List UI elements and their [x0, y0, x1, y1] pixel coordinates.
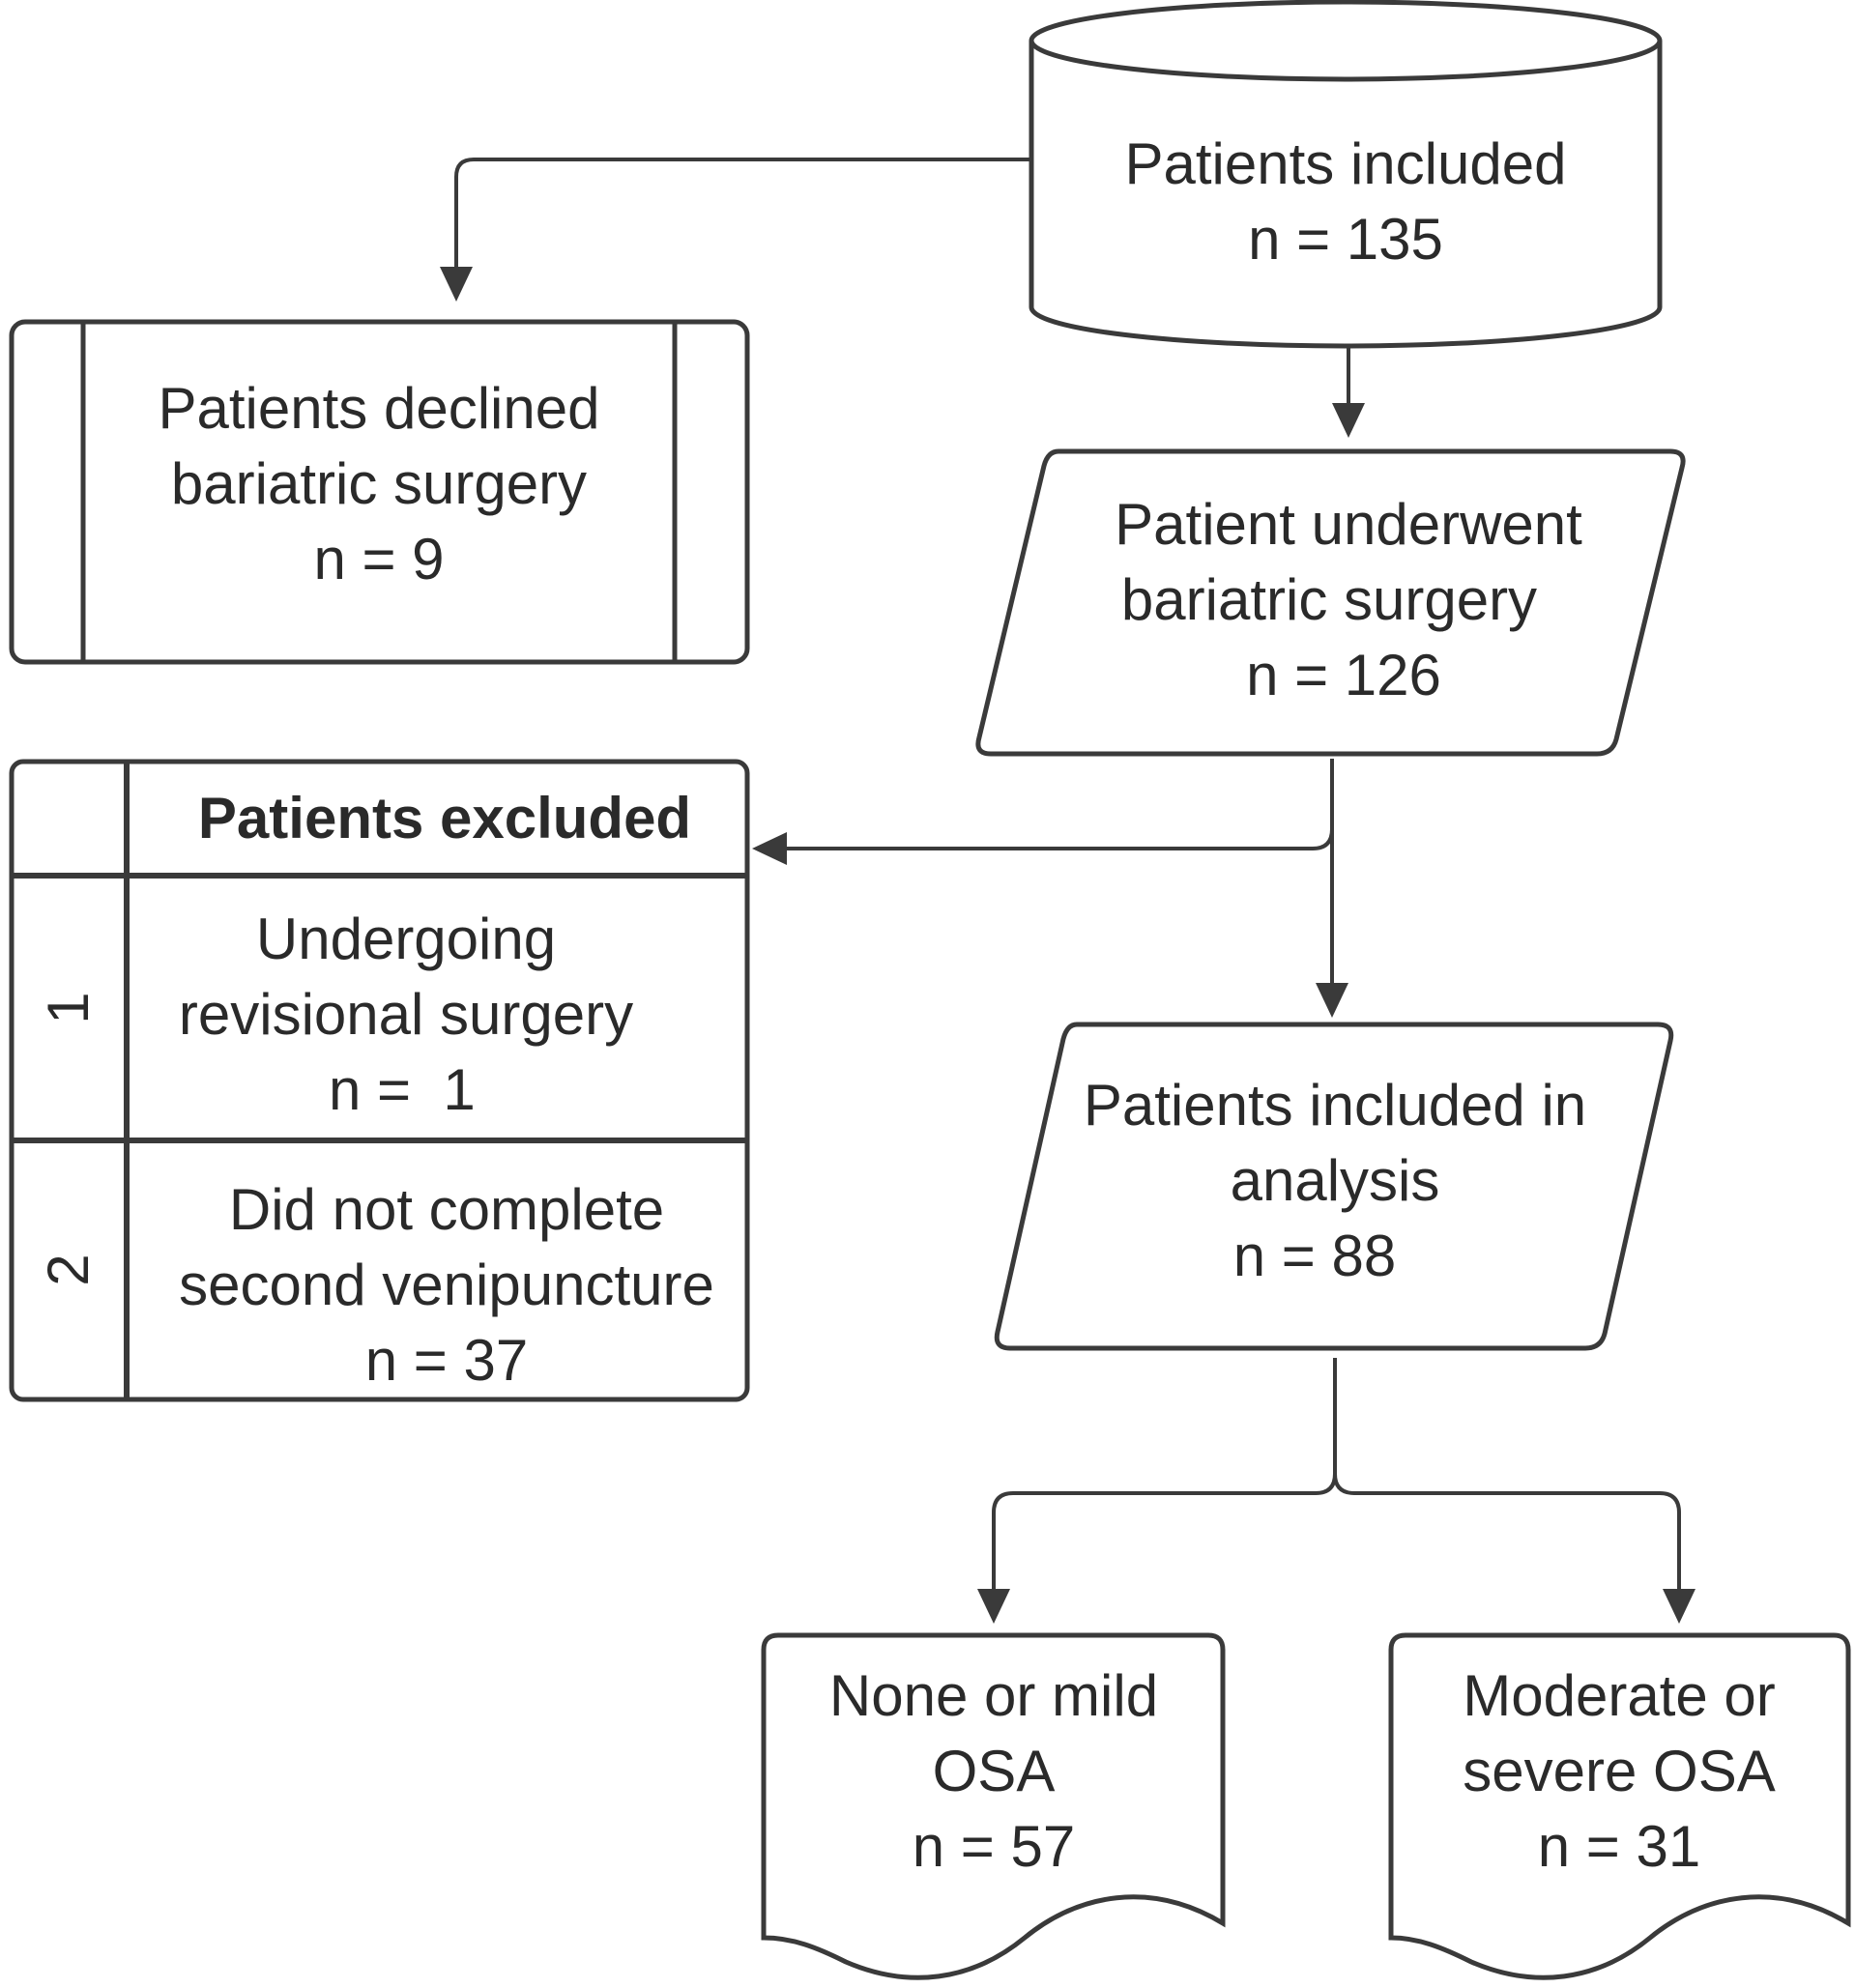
underwent-parallelogram: [975, 448, 1686, 757]
mild-document-shape: [761, 1632, 1226, 1980]
excluded-title: Patients excluded: [198, 786, 691, 850]
analysis-count: n = 88: [1233, 1224, 1397, 1288]
underwent-label-1: Patient underwent: [1115, 492, 1582, 557]
cylinder-shape: [1029, 0, 1663, 349]
excluded-table: [9, 759, 750, 1402]
excluded-row-2-number: 2: [36, 1253, 101, 1285]
severe-label-1: Moderate or: [1463, 1663, 1776, 1728]
underwent-count: n = 126: [1246, 643, 1441, 707]
node-moderate-or-severe-osa: Moderate or severe OSA n = 31: [1388, 1632, 1851, 1980]
node-patients-excluded: Patients excluded 1 Undergoing revisiona…: [9, 759, 750, 1402]
declined-label-1: Patients declined: [159, 376, 600, 441]
connector-to-mild: [992, 1473, 1337, 1595]
included-count: n = 135: [1248, 207, 1443, 272]
excluded-row-1-label-2: revisional surgery: [179, 982, 633, 1047]
arrowhead-severe: [1663, 1589, 1696, 1624]
arrowhead-excluded: [752, 832, 787, 865]
declined-count: n = 9: [313, 527, 444, 591]
excluded-row-2-count: n = 37: [365, 1328, 529, 1393]
cylinder-top-rim: [1029, 40, 1663, 82]
analysis-parallelogram: [994, 1022, 1674, 1351]
mild-count: n = 57: [913, 1814, 1076, 1879]
excluded-row-1-number: 1: [36, 992, 101, 1023]
included-label: Patients included: [1125, 131, 1567, 196]
node-patients-included: Patients included n = 135: [1029, 0, 1663, 349]
analysis-label-2: analysis: [1231, 1148, 1440, 1213]
excluded-row-2-label-2: second venipuncture: [179, 1253, 714, 1317]
severe-count: n = 31: [1538, 1814, 1701, 1879]
connector-to-excluded: [781, 828, 1334, 850]
node-none-or-mild-osa: None or mild OSA n = 57: [761, 1632, 1226, 1980]
mild-label-1: None or mild: [829, 1663, 1158, 1728]
arrowhead-declined: [440, 267, 473, 302]
excluded-row-1-label-1: Undergoing: [256, 907, 556, 971]
node-patients-analysis: Patients included in analysis n = 88: [994, 1022, 1674, 1351]
connector-included-to-declined: [454, 158, 1029, 273]
connector-to-severe: [1333, 1473, 1681, 1595]
mild-label-2: OSA: [933, 1739, 1056, 1803]
node-patients-declined: Patients declined bariatric surgery n = …: [9, 319, 750, 665]
severe-document-shape: [1388, 1632, 1851, 1980]
arrowhead-mild: [977, 1589, 1010, 1624]
arrowhead-analysis: [1316, 983, 1348, 1018]
node-patient-underwent: Patient underwent bariatric surgery n = …: [975, 448, 1686, 757]
declined-box: [9, 319, 750, 665]
arrowhead-underwent: [1332, 403, 1365, 438]
excluded-row-2-label-1: Did not complete: [229, 1177, 664, 1242]
excluded-row-1-count: n = 1: [329, 1057, 476, 1122]
underwent-label-2: bariatric surgery: [1121, 567, 1537, 632]
severe-label-2: severe OSA: [1463, 1739, 1775, 1803]
analysis-label-1: Patients included in: [1084, 1073, 1586, 1138]
declined-label-2: bariatric surgery: [171, 451, 587, 516]
